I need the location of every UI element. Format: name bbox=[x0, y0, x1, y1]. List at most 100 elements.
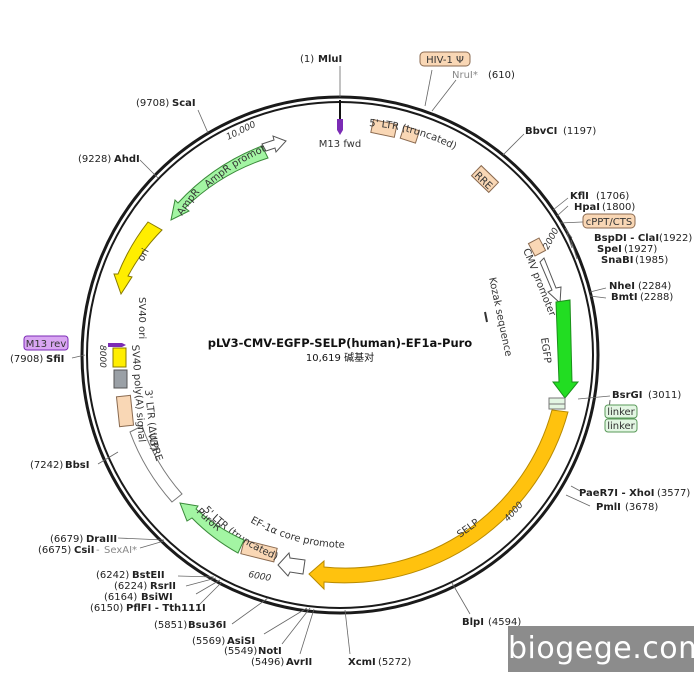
sv40-ori-box[interactable] bbox=[112, 347, 127, 368]
ori-label: ori bbox=[136, 247, 152, 264]
site-sfii-name[interactable]: SfiI bbox=[46, 354, 64, 365]
rre-box[interactable] bbox=[470, 164, 500, 194]
site-bsu36i-pos: (5851) bbox=[154, 620, 187, 631]
site-nrui-name[interactable]: NruI* bbox=[452, 70, 478, 81]
hiv1-psi-tag[interactable] bbox=[419, 51, 471, 67]
site-xcmi-pos: (5272) bbox=[378, 657, 411, 668]
m13-fwd-label: M13 fwd bbox=[319, 139, 361, 150]
site-xcmi-name[interactable]: XcmI bbox=[348, 657, 376, 668]
site-snabi-name[interactable]: SnaBI bbox=[601, 255, 633, 266]
site-snabi-pos: (1985) bbox=[635, 255, 668, 266]
linker-box-2[interactable] bbox=[548, 403, 566, 410]
site-csii-name[interactable]: CsiI bbox=[74, 545, 94, 556]
site-avrii-pos: (5496) bbox=[251, 657, 284, 668]
site-noti-name[interactable]: NotI bbox=[258, 646, 282, 657]
sv40-ori-label: SV40 ori bbox=[136, 297, 147, 339]
site-noti-pos: (5549) bbox=[224, 646, 257, 657]
site-bbvci-pos: (1197) bbox=[563, 126, 596, 137]
site-hpai-name[interactable]: HpaI bbox=[574, 202, 600, 213]
site-bsrgi-pos: (3011) bbox=[648, 390, 681, 401]
tick-8000: 8000 bbox=[97, 345, 107, 368]
cppt-tag-label: cPPT/CTS bbox=[586, 217, 632, 228]
site-blpi-name[interactable]: BlpI bbox=[462, 617, 484, 628]
kozak-tick bbox=[484, 311, 488, 323]
site-sexai-name[interactable]: SexAI* bbox=[104, 545, 137, 556]
site-sexai-sep: - bbox=[96, 545, 100, 556]
tick-2000: 2000 bbox=[542, 226, 562, 251]
site-mlui-pos: (1) bbox=[300, 54, 314, 65]
site-draiii-name[interactable]: DraIII bbox=[86, 534, 117, 545]
site-bmti-name[interactable]: BmtI bbox=[611, 292, 638, 303]
kozak-label: Kozak sequence bbox=[486, 276, 514, 357]
m13-rev-tag-label: M13 rev bbox=[26, 339, 67, 350]
hiv1-psi-tag-label: HIV-1 Ψ bbox=[426, 55, 464, 66]
site-avrii-name[interactable]: AvrII bbox=[286, 657, 312, 668]
wpre-box[interactable] bbox=[129, 425, 183, 503]
selp-arrow[interactable] bbox=[308, 409, 569, 591]
site-bbvci-name[interactable]: BbvCI bbox=[525, 126, 557, 137]
hiv1-psi-box[interactable] bbox=[399, 125, 421, 144]
site-kfli-name[interactable]: KflI bbox=[570, 191, 589, 202]
site-pflfi-name[interactable]: PflFI - Tth111I bbox=[126, 603, 206, 614]
ampr-promoter-arrow[interactable] bbox=[261, 135, 287, 154]
site-nhei-name[interactable]: NheI bbox=[609, 281, 635, 292]
linker-box-1[interactable] bbox=[548, 397, 566, 405]
linker-tag-2[interactable] bbox=[604, 418, 638, 433]
site-bbsi-name[interactable]: BbsI bbox=[65, 460, 89, 471]
site-bsiwi-pos: (6164) bbox=[104, 592, 137, 603]
site-bspdi-name[interactable]: BspDI - ClaI bbox=[594, 233, 659, 244]
linker-tag-1[interactable] bbox=[604, 404, 638, 419]
watermark: biogege.com bbox=[508, 626, 700, 672]
site-asisi-name[interactable]: AsiSI bbox=[227, 636, 255, 647]
site-pmli-pos: (3678) bbox=[625, 502, 658, 513]
m13-rev-arrow[interactable] bbox=[108, 343, 126, 347]
site-csii-pos: (6675) bbox=[38, 545, 71, 556]
egfp-arrow[interactable] bbox=[552, 299, 580, 399]
site-spei-name[interactable]: SpeI bbox=[597, 244, 622, 255]
ampr-arrow[interactable] bbox=[170, 145, 269, 221]
site-bsiwi-name[interactable]: BsiWI bbox=[141, 592, 173, 603]
plasmid-title: pLV3-CMV-EGFP-SELP(human)-EF1a-Puro bbox=[208, 336, 473, 350]
m13-rev-tag[interactable] bbox=[23, 335, 69, 351]
egfp-label: EGFP bbox=[538, 337, 552, 364]
site-blpi-pos: (4594) bbox=[488, 617, 521, 628]
cppt-tag[interactable] bbox=[582, 213, 636, 229]
site-scai-pos: (9708) bbox=[136, 98, 169, 109]
m13-fwd-arrow[interactable] bbox=[337, 119, 343, 135]
sv40-polya-label: SV40 poly(A) signal bbox=[129, 344, 147, 442]
site-scai-name[interactable]: ScaI bbox=[172, 98, 196, 109]
site-bsteii-name[interactable]: BstEII bbox=[132, 570, 165, 581]
site-ahdi-name[interactable]: AhdI bbox=[114, 154, 140, 165]
tick-6000: 6000 bbox=[247, 570, 272, 584]
ltr5b-box[interactable] bbox=[240, 539, 278, 563]
plasmid-size: 10,619 碱基对 bbox=[306, 351, 374, 364]
site-nrui-pos: (610) bbox=[488, 70, 515, 81]
site-bsrgi-name[interactable]: BsrGI bbox=[612, 390, 642, 401]
site-bspdi-pos: (1922) bbox=[659, 233, 692, 244]
site-draiii-pos: (6679) bbox=[50, 534, 83, 545]
site-nhei-pos: (2284) bbox=[638, 281, 671, 292]
site-asisi-pos: (5569) bbox=[192, 636, 225, 647]
site-leader-lines bbox=[71, 66, 611, 655]
site-bsu36i-name[interactable]: Bsu36I bbox=[188, 620, 226, 631]
sv40-polya-box[interactable] bbox=[113, 369, 128, 389]
site-bmti-pos: (2288) bbox=[640, 292, 673, 303]
cppt-box[interactable] bbox=[527, 237, 547, 257]
site-rsrii-name[interactable]: RsrII bbox=[150, 581, 176, 592]
linker-tag-1-label: linker bbox=[607, 407, 635, 418]
ltr5-box[interactable] bbox=[370, 119, 398, 138]
site-bbsi-pos: (7242) bbox=[30, 460, 63, 471]
site-rsrii-pos: (6224) bbox=[114, 581, 147, 592]
ltr3-box[interactable] bbox=[115, 394, 135, 428]
site-mlui-name[interactable]: MluI bbox=[318, 54, 342, 65]
cmv-promoter-arrow[interactable] bbox=[539, 257, 562, 305]
site-pflfi-pos: (6150) bbox=[90, 603, 123, 614]
site-paer7i-name[interactable]: PaeR7I - XhoI bbox=[579, 488, 655, 499]
site-hpai-pos: (1800) bbox=[602, 202, 635, 213]
ori-arrow[interactable] bbox=[113, 221, 163, 296]
ef1a-promoter-arrow[interactable] bbox=[277, 551, 306, 577]
site-pmli-name[interactable]: PmlI bbox=[596, 502, 621, 513]
puror-arrow[interactable] bbox=[179, 502, 245, 554]
site-bsteii-pos: (6242) bbox=[96, 570, 129, 581]
